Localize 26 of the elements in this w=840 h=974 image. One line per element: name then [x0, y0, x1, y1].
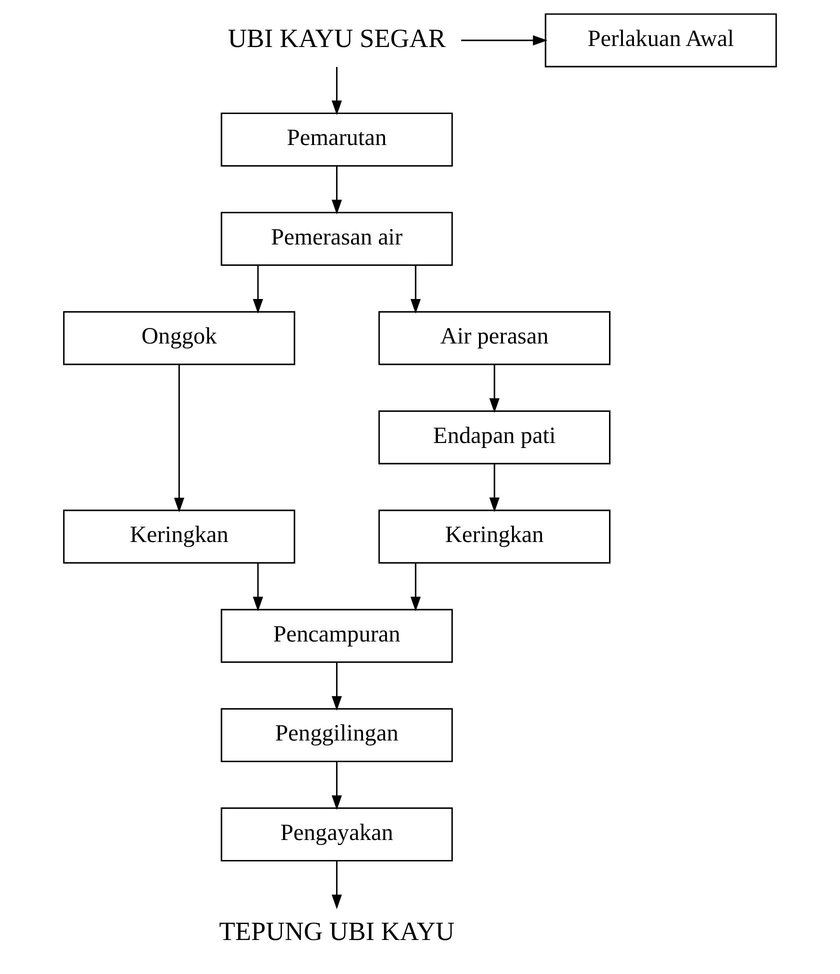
node-text: UBI KAYU SEGAR: [228, 24, 446, 53]
arrow: [332, 762, 342, 810]
node-box: Pemerasan air: [220, 212, 453, 266]
node-text: TEPUNG UBI KAYU: [219, 917, 455, 946]
arrow: [332, 166, 342, 214]
arrow: [332, 861, 342, 910]
arrow: [332, 662, 342, 711]
node-box: Pemarutan: [220, 112, 453, 167]
node-box: Onggok: [63, 311, 296, 366]
node-box: Keringkan: [378, 510, 610, 564]
arrow: [174, 364, 184, 512]
arrow: [252, 265, 264, 314]
arrow: [410, 265, 421, 314]
arrow: [410, 563, 421, 612]
node-box: Penggilingan: [220, 708, 453, 762]
arrow: [332, 66, 342, 116]
node-box: Air perasan: [378, 311, 610, 366]
arrow: [489, 364, 500, 413]
arrow: [252, 563, 264, 612]
node-box: Pencampuran: [220, 608, 453, 663]
node-box: Keringkan: [63, 510, 296, 564]
arrow: [461, 35, 548, 46]
arrow: [489, 464, 500, 512]
node-box: Pengayakan: [220, 807, 453, 862]
node-box: Endapan pati: [378, 410, 610, 464]
node-box: Perlakuan Awal: [544, 13, 777, 68]
